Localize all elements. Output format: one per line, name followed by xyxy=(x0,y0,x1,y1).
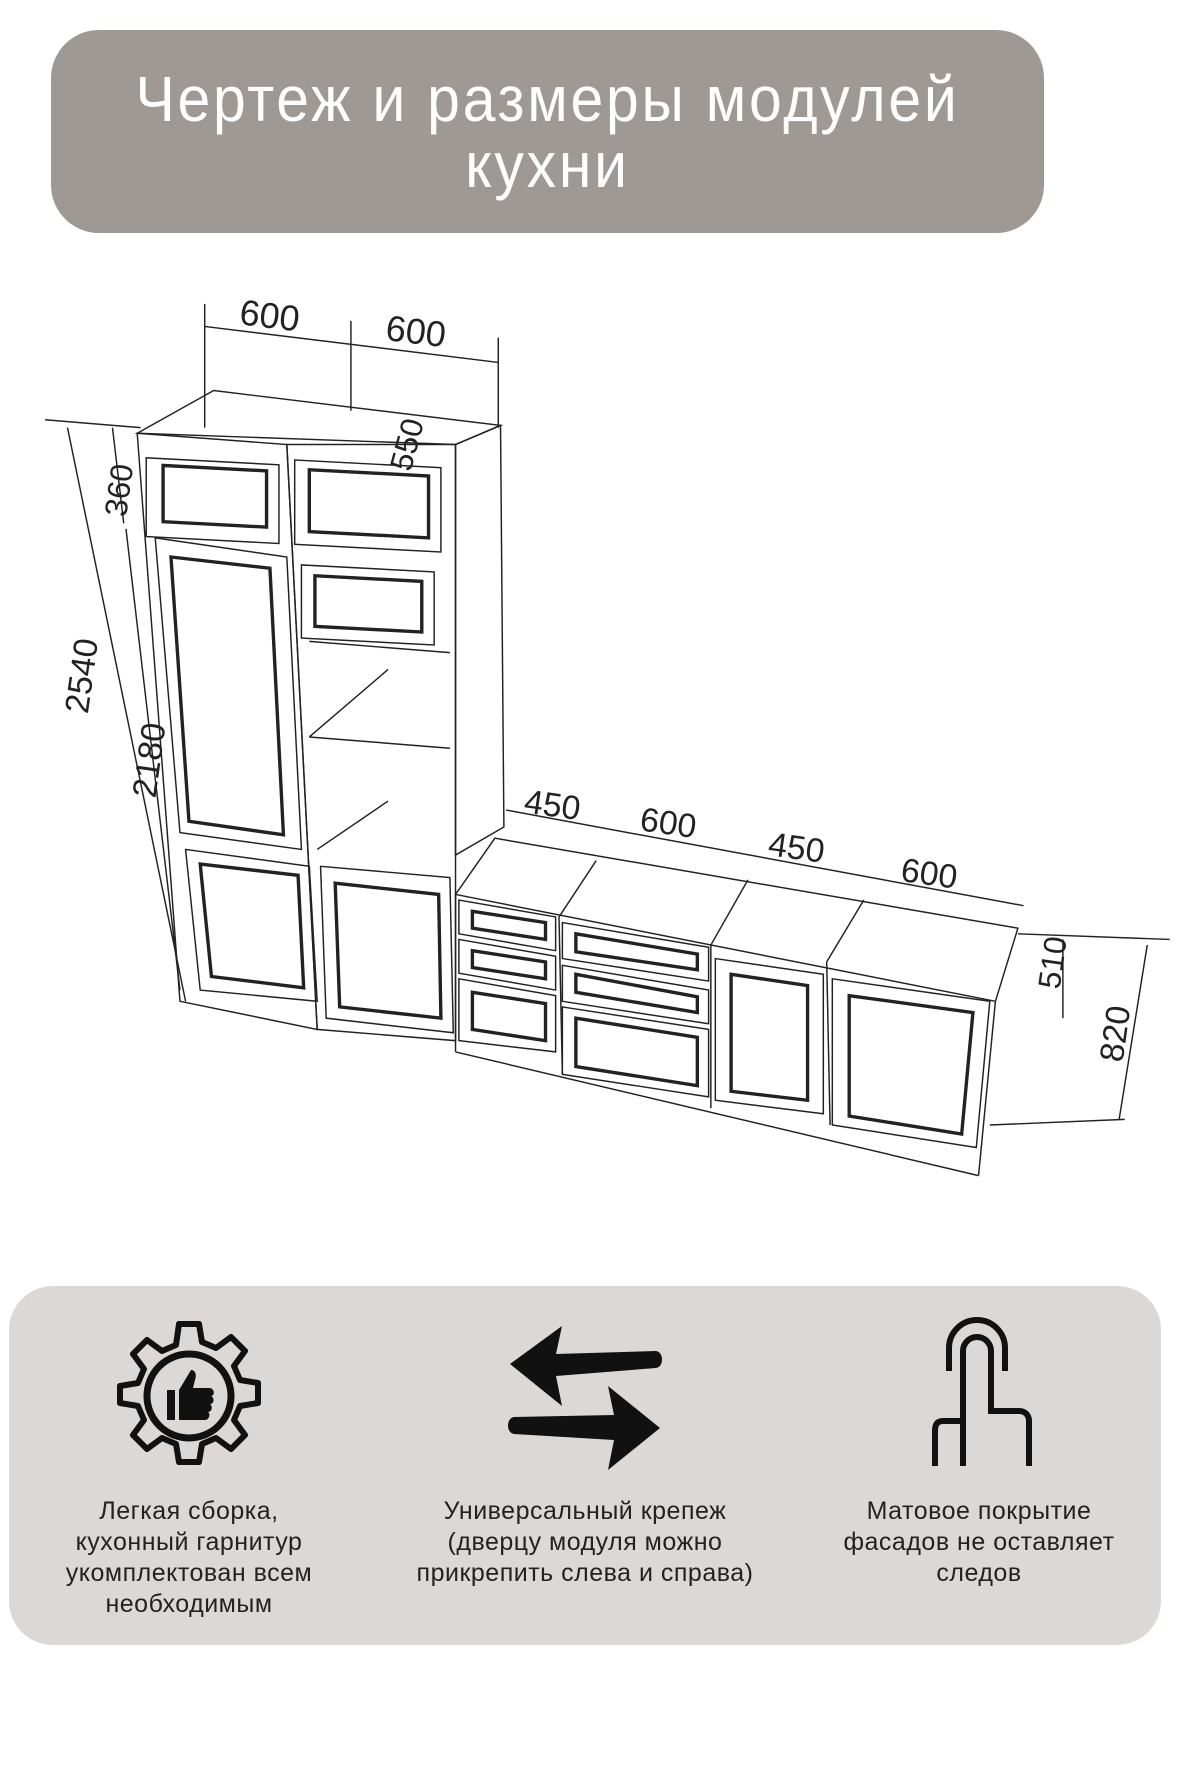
dim-base-width-4: 600 xyxy=(899,851,960,896)
tall-cabinets xyxy=(134,389,505,1042)
features-panel: Легкая сборка, кухонный гарнитур укомпле… xyxy=(9,1286,1161,1645)
dim-upper-height: 360 xyxy=(97,462,140,519)
dim-base-depth: 510 xyxy=(1031,934,1074,991)
feature-universal-fastening: Универсальный крепеж (дверцу модуля можн… xyxy=(405,1286,765,1645)
touch-finger-icon xyxy=(932,1317,1032,1466)
dim-base-height: 820 xyxy=(1093,1003,1138,1064)
feature-text: Универсальный крепеж (дверцу модуля можн… xyxy=(416,1497,754,1587)
feature-text: Легкая сборка, кухонный гарнитур укомпле… xyxy=(65,1497,313,1618)
dim-tall-height: 2180 xyxy=(126,720,174,800)
dim-top-width-1: 600 xyxy=(237,291,302,339)
feature-matte-finish: Матовое покрытие фасадов не оставляет сл… xyxy=(799,1286,1159,1645)
base-cabinets xyxy=(454,837,1019,1177)
feature-easy-assembly: Легкая сборка, кухонный гарнитур укомпле… xyxy=(9,1286,369,1645)
dimension-lines xyxy=(44,303,1170,1126)
page-title: Чертеж и размеры модулей кухни xyxy=(135,62,960,201)
dim-top-width-2: 600 xyxy=(384,307,449,355)
swap-arrows-icon xyxy=(508,1326,662,1470)
dim-base-width-1: 450 xyxy=(522,783,583,828)
dim-base-width-2: 600 xyxy=(638,801,699,846)
dim-base-width-3: 450 xyxy=(766,825,827,870)
title-banner: Чертеж и размеры модулей кухни xyxy=(51,30,1044,233)
gear-thumbs-up-icon xyxy=(117,1321,261,1465)
feature-text: Матовое покрытие фасадов не оставляет сл… xyxy=(843,1497,1115,1587)
dim-total-height: 2540 xyxy=(58,636,106,716)
